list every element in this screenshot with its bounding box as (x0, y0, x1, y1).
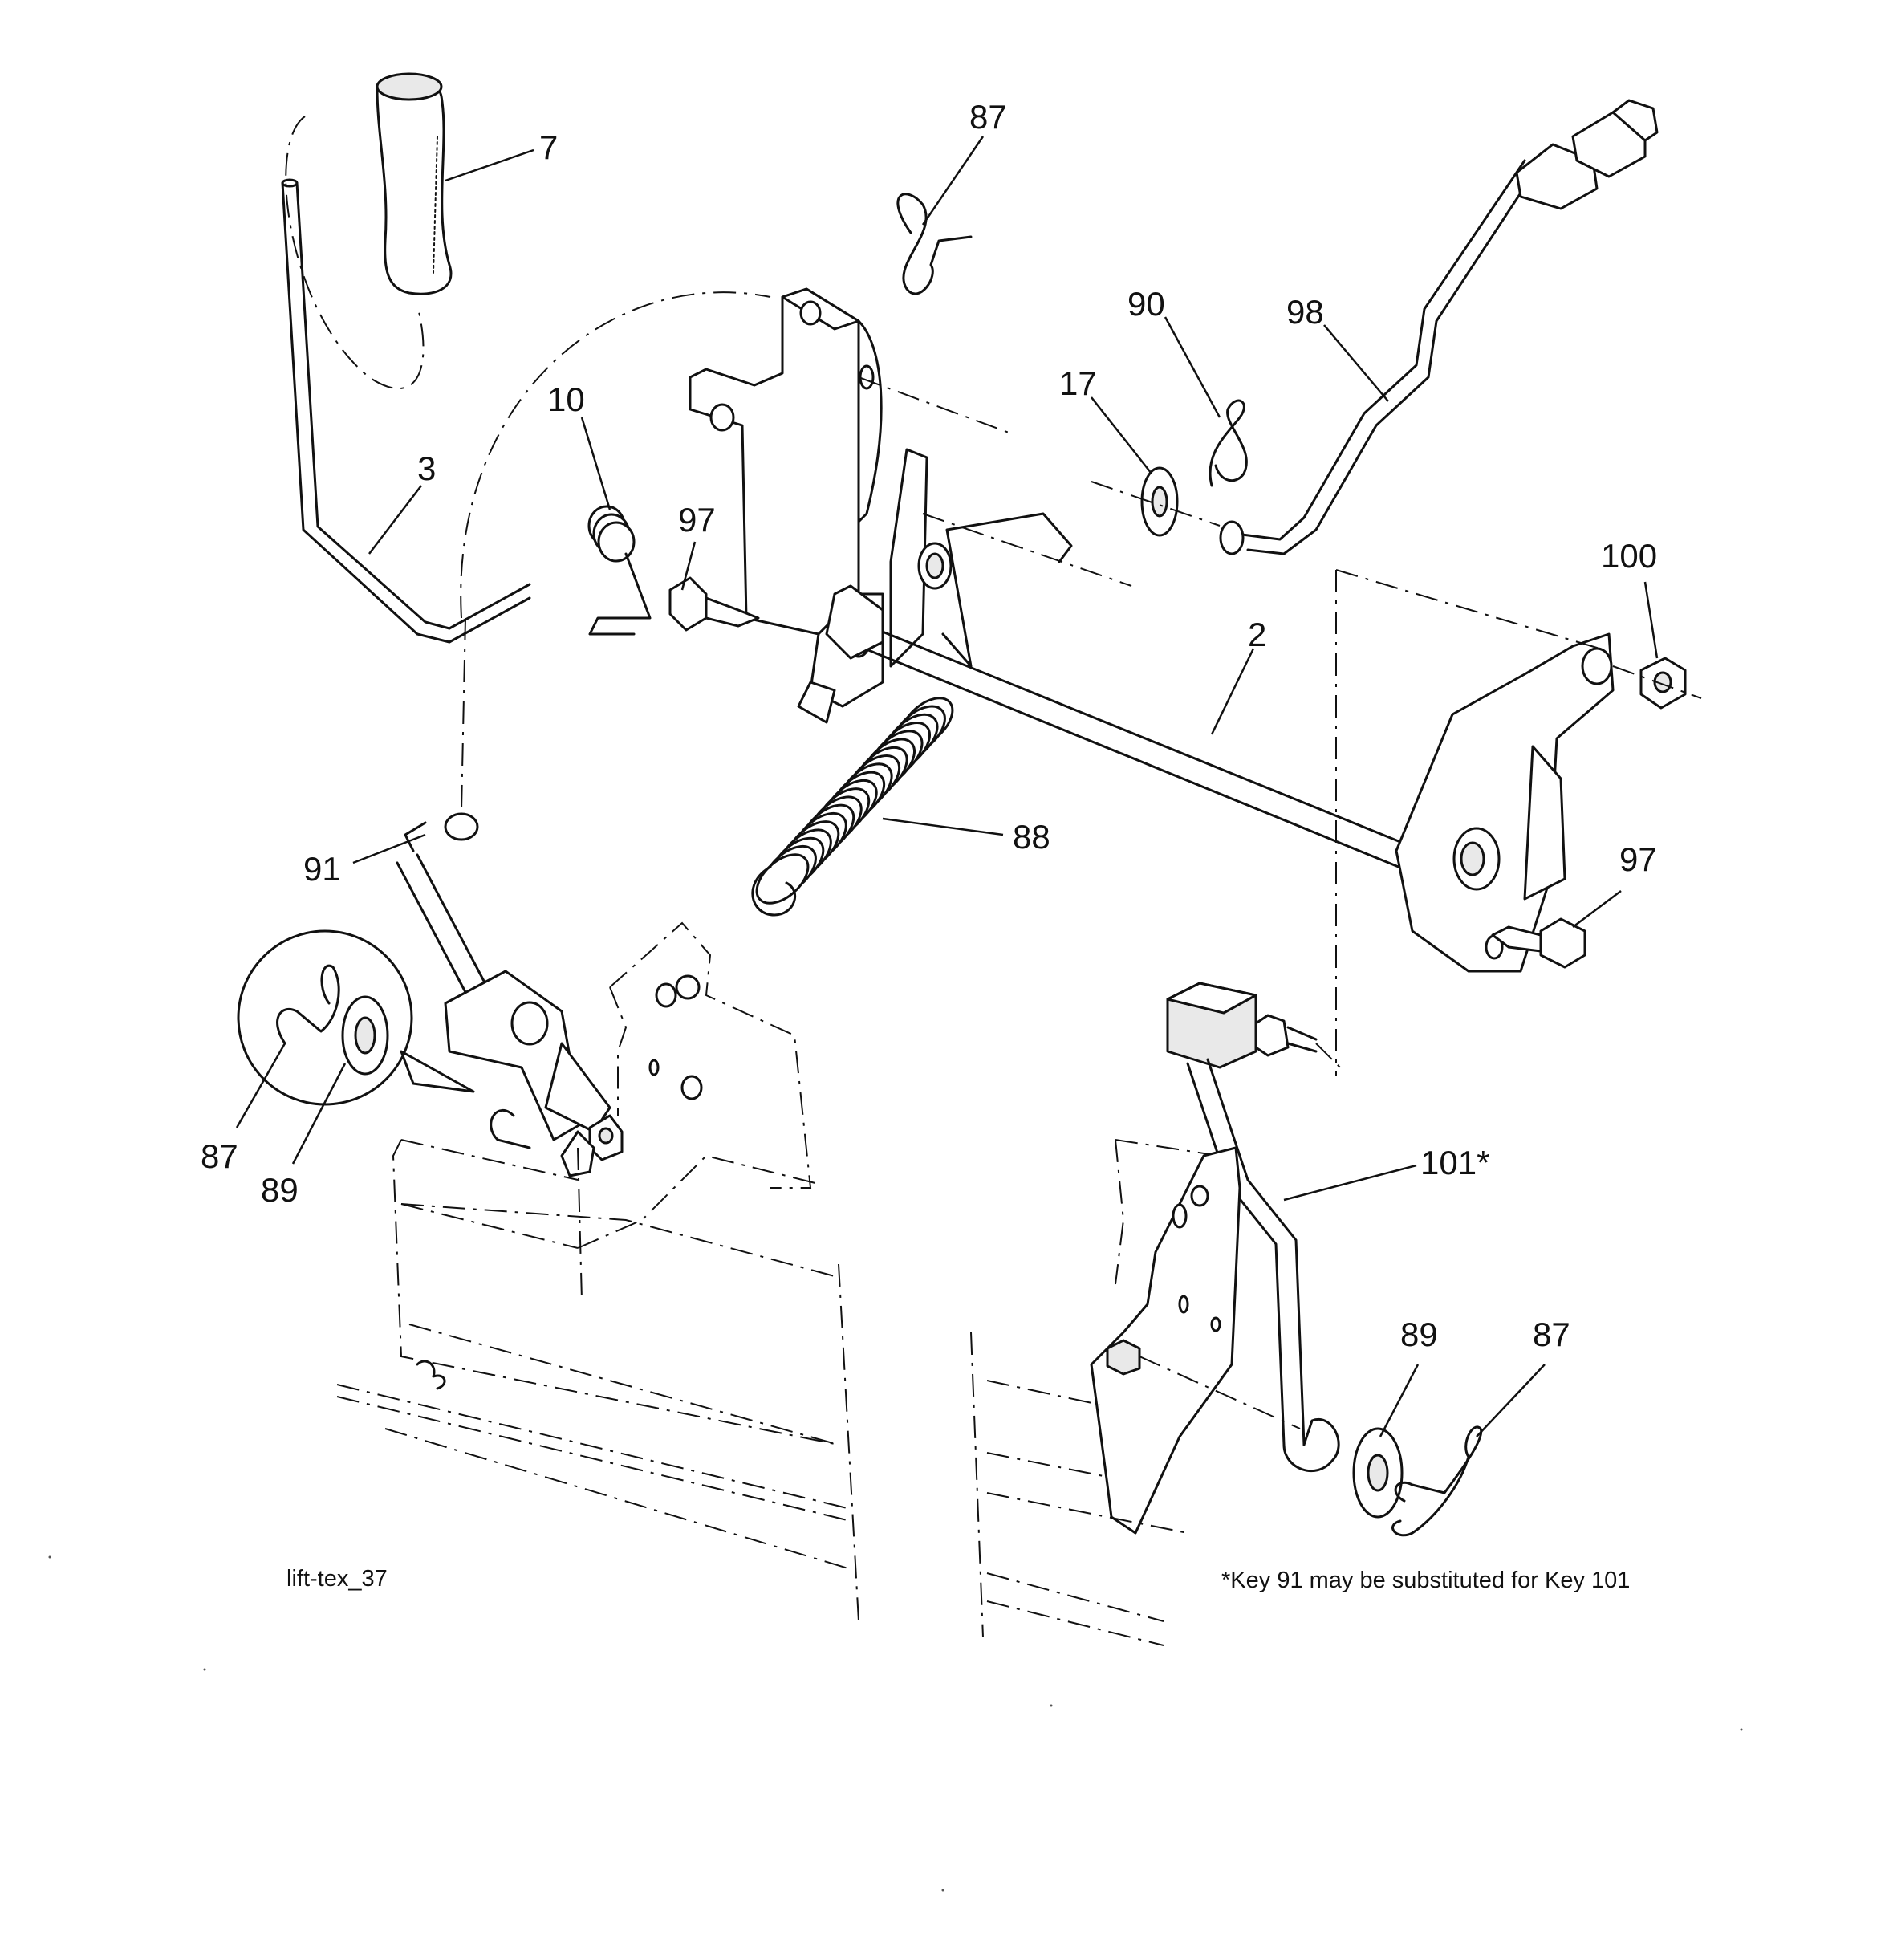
part-7-handle-grip (376, 72, 453, 295)
footnote: *Key 91 may be substituted for Key 101 (1221, 1568, 1630, 1593)
callout-89-right: 89 (1400, 1315, 1438, 1353)
drawing-id: lift-tex_37 (286, 1566, 388, 1592)
part-2-lift-shaft (825, 584, 1414, 872)
callout-87-right: 87 (1533, 1315, 1570, 1353)
callout-97-left: 97 (678, 501, 716, 539)
callout-2: 2 (1248, 616, 1266, 653)
part-89-washer-right (1352, 1427, 1404, 1519)
part-3-lift-handle (281, 116, 531, 644)
callout-7: 7 (539, 128, 558, 166)
left-deck-phantom (336, 1139, 859, 1622)
pivot-line (461, 617, 466, 811)
detail-inset (237, 929, 475, 1106)
part-88-extension-spring (751, 512, 1073, 917)
callout-88: 88 (1013, 818, 1050, 856)
callout-89-left: 89 (261, 1171, 299, 1209)
align-line-b (922, 513, 1132, 587)
part-100-nut (1612, 657, 1702, 710)
part-97-bolt-right (1491, 917, 1586, 969)
callout-100: 100 (1601, 537, 1657, 575)
scan-specks (48, 1555, 1743, 1892)
callout-98: 98 (1286, 293, 1324, 331)
callout-87-left: 87 (201, 1137, 238, 1175)
align-line-a (858, 376, 1012, 434)
callout-labels: 7 87 90 98 17 10 3 97 100 2 88 91 97 87 … (201, 98, 1657, 1353)
part-87-hairpin-clip-top (896, 193, 973, 295)
leader-lines (235, 136, 1659, 1437)
callout-90: 90 (1127, 285, 1165, 323)
part-90-hairpin (1209, 399, 1248, 487)
part-17-washer (1091, 466, 1221, 537)
part-87-hairpin-clip-right (1391, 1425, 1483, 1537)
left-deck-bracket (444, 921, 812, 1301)
callout-87-top: 87 (969, 98, 1007, 136)
callout-17: 17 (1059, 364, 1097, 402)
part-10-torsion-spring (587, 505, 652, 636)
callout-97-right: 97 (1619, 840, 1657, 878)
callout-101: 101* (1420, 1144, 1489, 1181)
part-101-lift-link (1166, 982, 1341, 1473)
part-97-bolt-left (668, 576, 760, 632)
lift-bracket (689, 287, 953, 724)
swing-arc (460, 291, 771, 619)
part-98-adjust-rod (1219, 99, 1659, 555)
callout-10: 10 (547, 380, 585, 418)
callout-91: 91 (303, 850, 341, 888)
right-lift-arm (1335, 569, 1615, 1076)
callout-3: 3 (417, 449, 436, 487)
right-deck-bracket (970, 1139, 1301, 1646)
